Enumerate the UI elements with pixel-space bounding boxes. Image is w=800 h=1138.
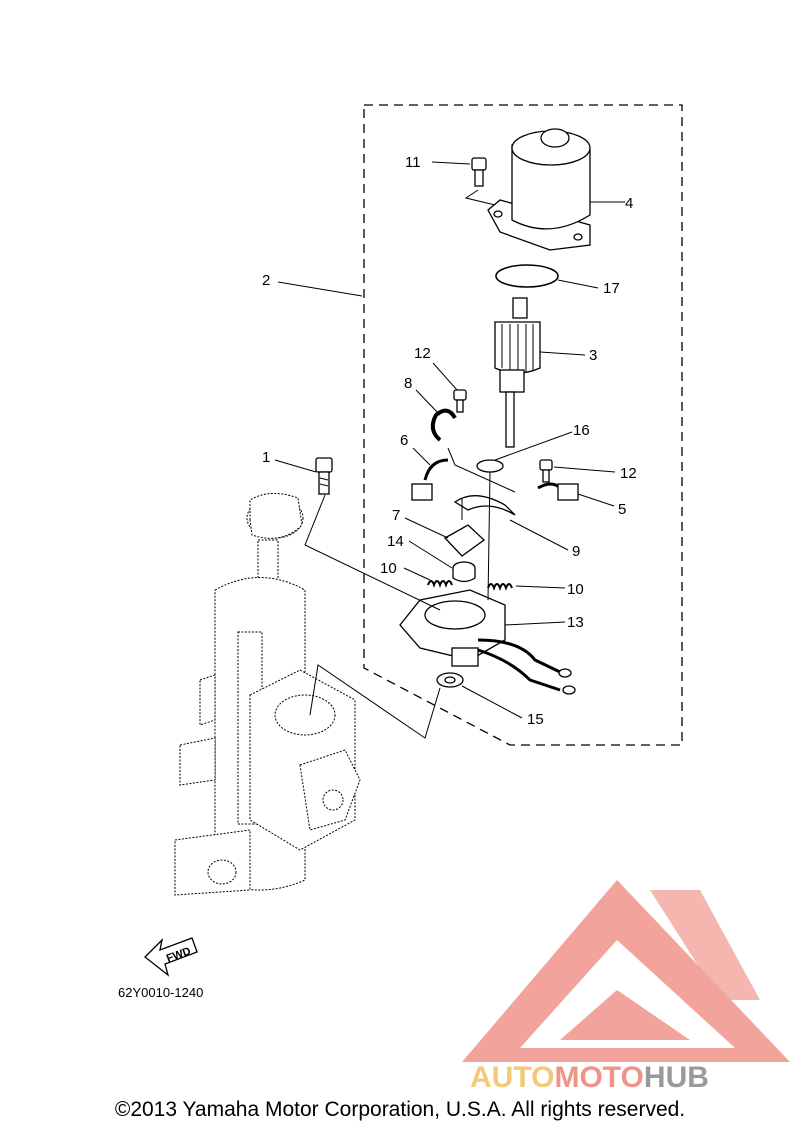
callout-13: 13 <box>567 614 584 631</box>
assembly-boundary <box>363 104 683 746</box>
logo-peak <box>650 890 760 1000</box>
wordmark-hub: HUB <box>644 1061 709 1094</box>
part-15-grommet <box>436 672 464 688</box>
forward-arrow-icon: FWD <box>144 937 198 977</box>
callout-14: 14 <box>387 533 404 550</box>
callout-11: 11 <box>405 154 421 171</box>
callout-16: 16 <box>573 422 590 439</box>
automotohub-logo <box>462 880 790 1062</box>
tilt-cylinder-outline <box>174 493 361 896</box>
part-9-brush-holder <box>453 495 516 516</box>
callout-17: 17 <box>603 280 620 297</box>
callout-9: 9 <box>572 543 580 560</box>
callout-2: 2 <box>262 272 270 289</box>
part-6-brush <box>411 458 449 501</box>
callout-4: 4 <box>625 195 633 212</box>
part-3-armature <box>494 297 541 448</box>
callout-3: 3 <box>589 347 597 364</box>
part-10-spring-b <box>487 583 513 591</box>
figure-code: 62Y0010-1240 <box>118 985 203 1000</box>
part-4-motor-yoke <box>487 128 591 251</box>
callout-10a: 10 <box>380 560 397 577</box>
part-17-o-ring <box>495 264 559 288</box>
part-11-screw <box>471 157 487 187</box>
callout-1: 1 <box>262 449 270 466</box>
part-14-bushing <box>452 561 476 583</box>
callout-labels: 11 4 2 17 12 3 8 16 6 1 12 5 7 14 9 10 1… <box>262 154 637 728</box>
part-12-screw-b <box>539 459 553 483</box>
callout-15: 15 <box>527 711 544 728</box>
wordmark-auto: AUTO <box>470 1061 554 1094</box>
part-13-base-assembly <box>399 589 576 695</box>
wordmark-moto: MOTO <box>554 1061 643 1094</box>
callout-10b: 10 <box>567 581 584 598</box>
callout-8: 8 <box>404 375 412 392</box>
part-8-lead-wire <box>430 408 457 442</box>
logo-triangle-inner <box>520 940 735 1048</box>
logo-triangle-core <box>560 990 690 1040</box>
callout-5: 5 <box>618 501 626 518</box>
callout-12a: 12 <box>414 345 431 362</box>
automotohub-wordmark: AUTOMOTOHUB <box>470 1061 709 1094</box>
part-7-plate <box>443 524 486 557</box>
part-10-spring-a <box>427 580 453 588</box>
part-12-screw-a <box>453 389 467 413</box>
part-1-bolt <box>315 457 333 495</box>
part-5-brush <box>537 482 579 501</box>
part-16-washer <box>476 459 504 473</box>
leader-lines <box>274 161 625 739</box>
callout-7: 7 <box>392 507 400 524</box>
copyright-notice: ©2013 Yamaha Motor Corporation, U.S.A. A… <box>114 1098 686 1121</box>
svg-text:AUTOMOTOHUB: AUTOMOTOHUB <box>470 1061 709 1094</box>
callout-12b: 12 <box>620 465 637 482</box>
callout-6: 6 <box>400 432 408 449</box>
